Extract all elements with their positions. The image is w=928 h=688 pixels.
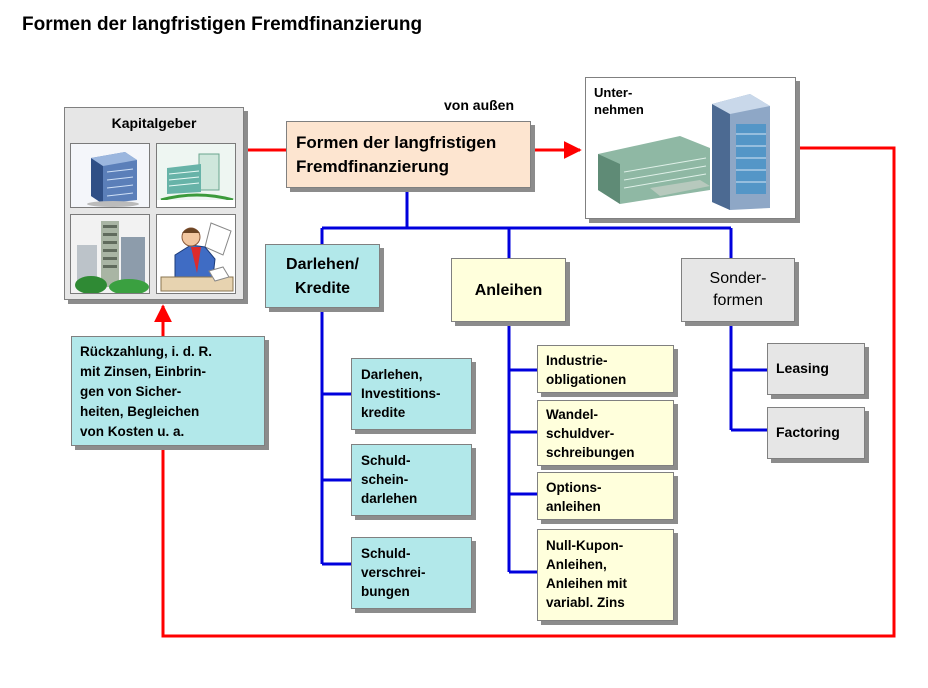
category-darlehen: Darlehen/ Kredite xyxy=(265,244,380,308)
item-factoring: Factoring xyxy=(767,407,865,459)
kapitalgeber-label: Kapitalgeber xyxy=(111,115,197,131)
item-darlehen-investitionskredite: Darlehen, Investitions- kredite xyxy=(351,358,472,430)
office-building-icon xyxy=(70,143,150,208)
item-schuldverschreibungen: Schuld- verschrei- bungen xyxy=(351,537,472,609)
return-flow-line xyxy=(154,146,896,638)
item-optionsanleihen: Options- anleihen xyxy=(537,472,674,520)
unternehmen-box: Unter- nehmen xyxy=(585,77,796,219)
item-null-kupon-anleihen: Null-Kupon- Anleihen, Anleihen mit varia… xyxy=(537,529,674,621)
item-wandelschuldverschreibungen: Wandel- schuldver- schreibungen xyxy=(537,400,674,466)
modern-building-icon xyxy=(156,143,236,208)
corporate-buildings-icon xyxy=(598,94,770,210)
businessman-icon xyxy=(156,214,236,294)
category-sonderformen: Sonder- formen xyxy=(681,258,795,322)
category-anleihen: Anleihen xyxy=(451,258,566,322)
item-leasing: Leasing xyxy=(767,343,865,395)
item-industrieobligationen: Industrie- obligationen xyxy=(537,345,674,393)
rueckzahlung-box: Rückzahlung, i. d. R. mit Zinsen, Einbri… xyxy=(71,336,265,446)
kapitalgeber-box: Kapitalgeber xyxy=(64,107,244,300)
diagram-title: Formen der langfristigen Fremdfinanzieru… xyxy=(22,14,423,35)
center-box: Formen der langfristigen Fremdfinanzieru… xyxy=(286,121,531,188)
unternehmen-label: Unter- nehmen xyxy=(594,85,644,117)
von-aussen-label: von außen xyxy=(444,97,515,113)
item-schuldscheindarlehen: Schuld- schein- darlehen xyxy=(351,444,472,516)
city-towers-icon xyxy=(70,214,150,294)
